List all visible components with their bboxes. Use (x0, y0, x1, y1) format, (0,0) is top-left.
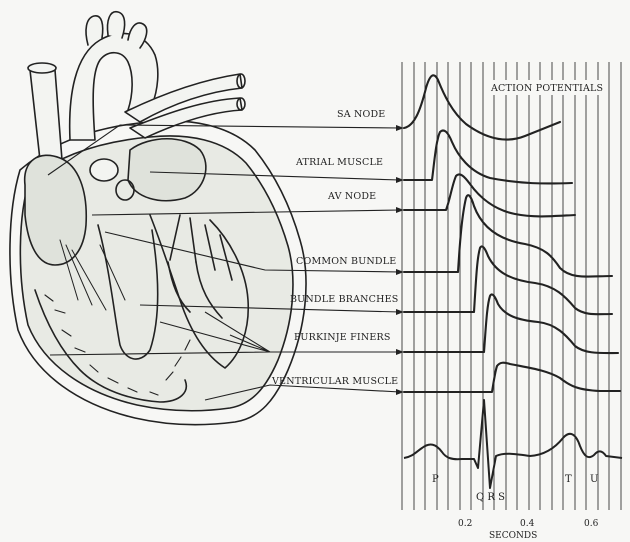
leader-arrowheads (396, 125, 404, 395)
trace-atrial-muscle (404, 130, 572, 183)
superior-vena-cava (30, 70, 62, 160)
arrowhead-common (396, 269, 404, 275)
action-potential-panel: ACTION POTENTIALS P Q R S T U 0.2 0.4 0.… (402, 62, 622, 541)
arrowhead-atrial (396, 177, 404, 183)
x-axis-label: SECONDS (489, 531, 537, 541)
tick-label-0-6: 0.6 (584, 519, 599, 529)
ecg-label-u: U (590, 474, 598, 485)
label-av-node: AV NODE (327, 191, 376, 202)
tick-label-0-4: 0.4 (520, 519, 535, 529)
label-common-bundle: COMMON BUNDLE (296, 256, 396, 267)
arrowhead-av (396, 207, 404, 213)
arrowhead-sa (396, 125, 404, 131)
aortic-branch-2 (107, 12, 124, 38)
label-atrial-muscle: ATRIAL MUSCLE (295, 157, 383, 168)
trace-bundle-branches (404, 246, 612, 314)
arrowhead-ventricular (396, 389, 404, 395)
trace-ventricular-muscle (404, 363, 620, 392)
label-sa-node: SA NODE (337, 109, 385, 120)
label-bundle-branches: BUNDLE BRANCHES (290, 294, 398, 305)
ecg-label-qrs: Q R S (476, 492, 505, 503)
action-potential-traces (404, 75, 620, 392)
vena-cava-opening (28, 63, 56, 73)
ecg-label-t: T (565, 474, 572, 485)
left-atrium (128, 139, 206, 201)
structure-labels: SA NODE ATRIAL MUSCLE AV NODE COMMON BUN… (271, 109, 398, 387)
valve-ring (90, 159, 118, 181)
trace-common-bundle (404, 195, 612, 276)
heart-illustration (10, 12, 306, 425)
tick-label-0-2: 0.2 (458, 519, 472, 529)
label-purkinje-fibers: PURKINJE FINERS (294, 332, 391, 343)
arrowhead-bundle (396, 309, 404, 315)
arrowhead-purkinje (396, 349, 404, 355)
panel-title: ACTION POTENTIALS (490, 83, 603, 94)
time-grid (402, 62, 621, 510)
label-ventricular-muscle: VENTRICULAR MUSCLE (271, 376, 398, 387)
ecg-label-p: P (432, 474, 439, 485)
